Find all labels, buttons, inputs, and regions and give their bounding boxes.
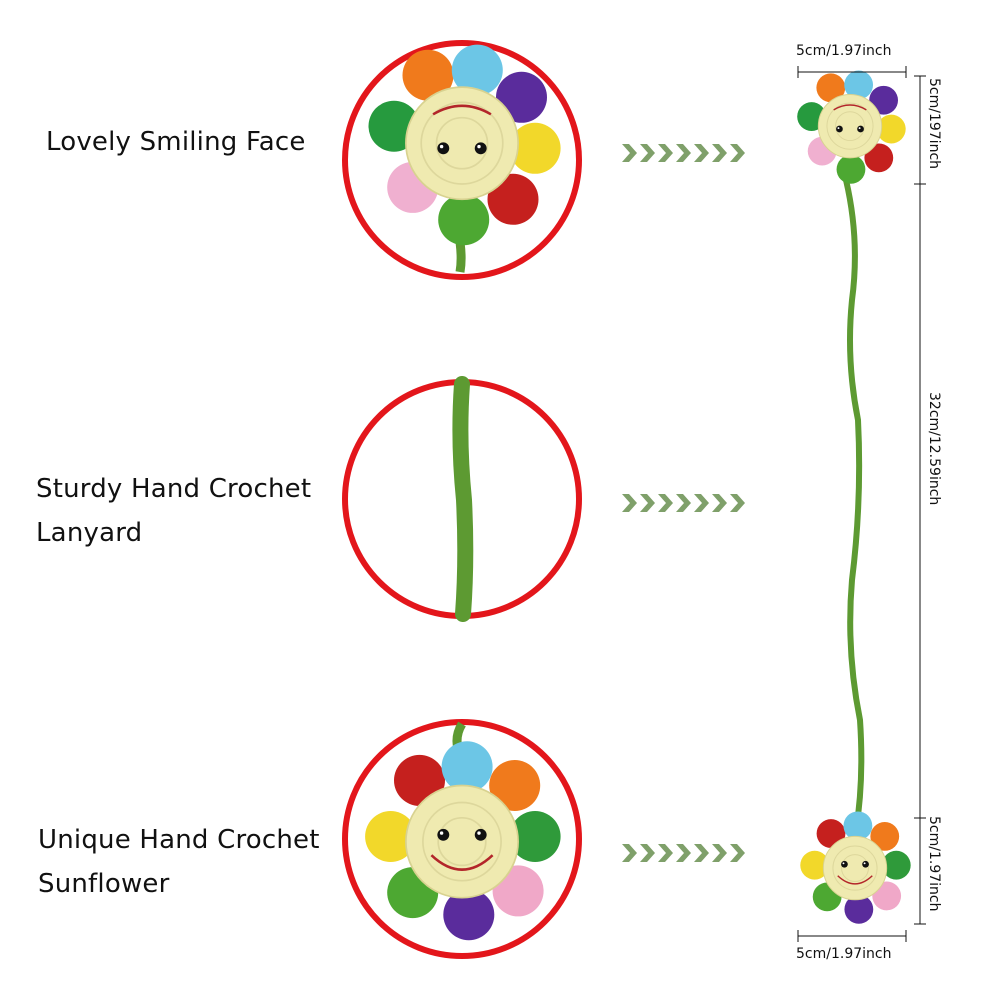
dim-top-width: 5cm/1.97inch [796,43,892,59]
dim-bottom-width: 5cm/1.97inch [796,946,892,962]
arrow-row-3 [622,844,745,862]
dim-bottom-height: 5cm/1.97inch [926,816,942,912]
sunflower-closeup [342,719,582,959]
feature-label-lanyard: Sturdy Hand Crochet Lanyard [36,474,312,548]
lanyard-closeup [342,376,582,622]
full-product-image [796,69,912,925]
dimension-lines [797,66,926,942]
dim-lanyard-length: 32cm/12.59inch [926,392,942,506]
arrow-row-2 [622,494,745,512]
feature-label-smiling-face: Lovely Smiling Face [46,127,306,157]
feature-label-sunflower: Unique Hand Crochet Sunflower [38,825,320,899]
smiling-face-closeup [342,40,582,280]
dim-top-height: 5cm/197inch [926,78,942,170]
arrow-row-1 [622,144,745,162]
